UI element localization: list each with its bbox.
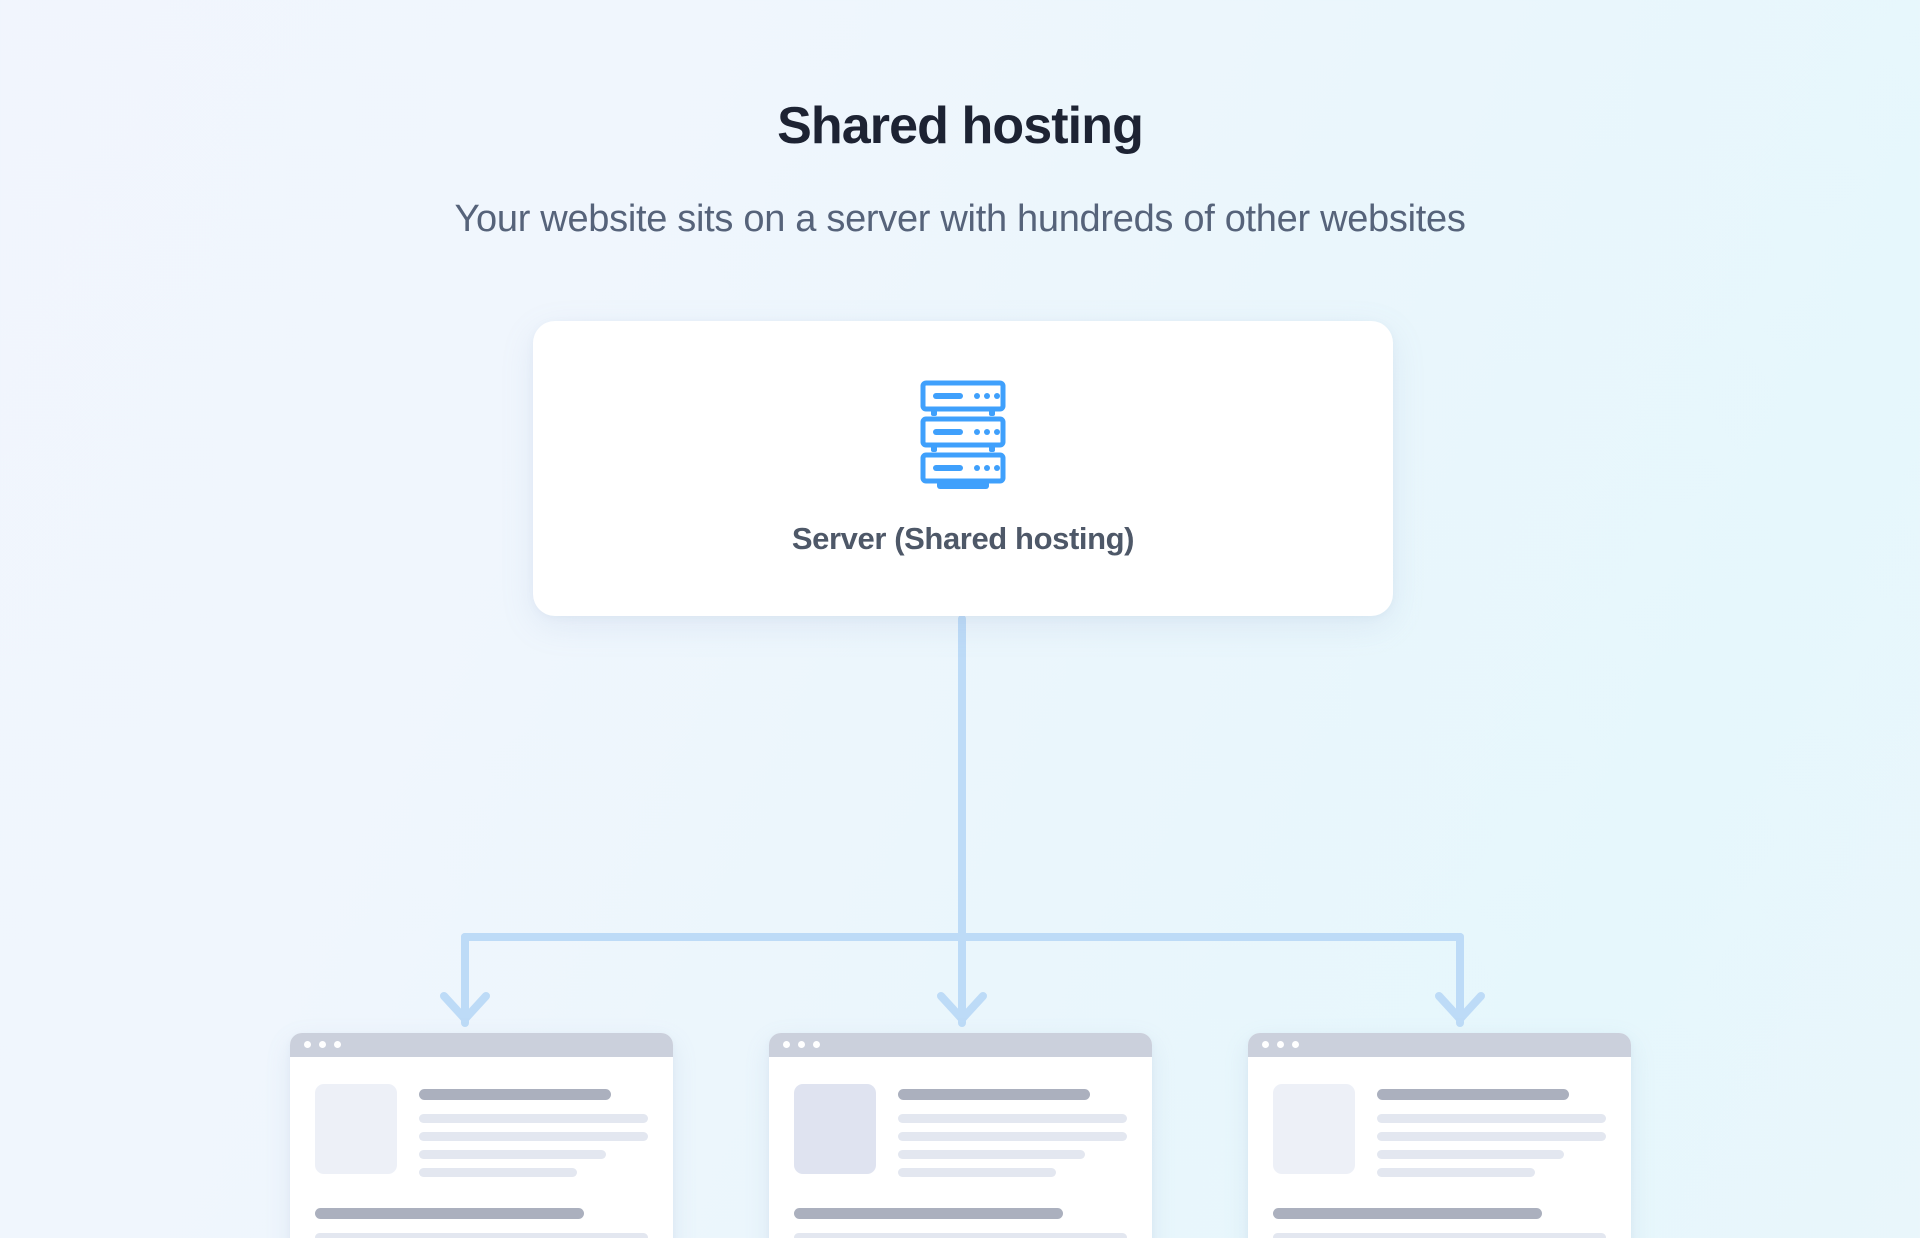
page-title: Shared hosting	[777, 97, 1144, 155]
text-lines	[897, 1084, 1127, 1186]
window-dot-close-icon	[303, 1041, 311, 1049]
text-line	[418, 1113, 648, 1123]
text-line	[1376, 1131, 1606, 1141]
browser-window-icon	[768, 1032, 1152, 1238]
text-line	[897, 1131, 1127, 1141]
page-subtitle: Your website sits on a server with hundr…	[454, 198, 1466, 241]
text-line	[1272, 1232, 1606, 1238]
window-dot-maximize-icon	[812, 1041, 820, 1049]
text-line	[1376, 1167, 1535, 1177]
browser-titlebar	[768, 1032, 1152, 1057]
window-dot-maximize-icon	[333, 1041, 341, 1049]
content-top-block	[793, 1083, 1127, 1186]
content-top-block	[1272, 1083, 1606, 1186]
browser-window-icon	[289, 1032, 673, 1238]
browser-content	[769, 1057, 1152, 1238]
content-bottom-block	[314, 1207, 648, 1238]
heading-bar	[793, 1207, 1064, 1219]
browser-titlebar	[289, 1032, 673, 1057]
header: Shared hosting Your website sits on a se…	[0, 0, 1920, 243]
text-line	[314, 1232, 648, 1238]
server-rack-icon	[920, 380, 1006, 490]
image-placeholder	[314, 1083, 397, 1174]
browser-content	[290, 1057, 673, 1238]
hosting-diagram: Server (Shared hosting)	[0, 243, 1920, 1238]
heading-bar	[897, 1088, 1090, 1100]
text-lines	[1376, 1084, 1606, 1186]
text-line	[793, 1232, 1127, 1238]
heading-bar	[1272, 1207, 1543, 1219]
website-card-other-right: Other website	[1247, 1032, 1631, 1238]
window-dot-close-icon	[1261, 1041, 1269, 1049]
browser-titlebar	[1247, 1032, 1631, 1057]
server-label: Server (Shared hosting)	[791, 521, 1135, 557]
website-card-your-site: Your website	[768, 1032, 1152, 1238]
heading-bar	[314, 1207, 585, 1219]
text-line	[897, 1149, 1086, 1159]
text-line	[897, 1113, 1127, 1123]
image-placeholder	[793, 1083, 876, 1174]
window-dot-minimize-icon	[1276, 1041, 1284, 1049]
text-line	[897, 1167, 1056, 1177]
content-bottom-block	[1272, 1207, 1606, 1238]
content-bottom-block	[793, 1207, 1127, 1238]
text-line	[1376, 1113, 1606, 1123]
heading-bar	[418, 1088, 611, 1100]
text-line	[418, 1149, 607, 1159]
website-cards-row: Other website	[0, 1032, 1920, 1238]
content-top-block	[314, 1083, 648, 1186]
image-placeholder	[1272, 1083, 1355, 1174]
browser-content	[1248, 1057, 1631, 1238]
text-line	[1376, 1149, 1565, 1159]
text-line	[418, 1131, 648, 1141]
window-dot-minimize-icon	[318, 1041, 326, 1049]
window-dot-minimize-icon	[797, 1041, 805, 1049]
text-lines	[418, 1084, 648, 1186]
browser-window-icon	[1247, 1032, 1631, 1238]
window-dot-maximize-icon	[1291, 1041, 1299, 1049]
website-card-other-left: Other website	[289, 1032, 673, 1238]
text-line	[418, 1167, 577, 1177]
server-card: Server (Shared hosting)	[533, 320, 1393, 616]
heading-bar	[1376, 1088, 1569, 1100]
window-dot-close-icon	[782, 1041, 790, 1049]
